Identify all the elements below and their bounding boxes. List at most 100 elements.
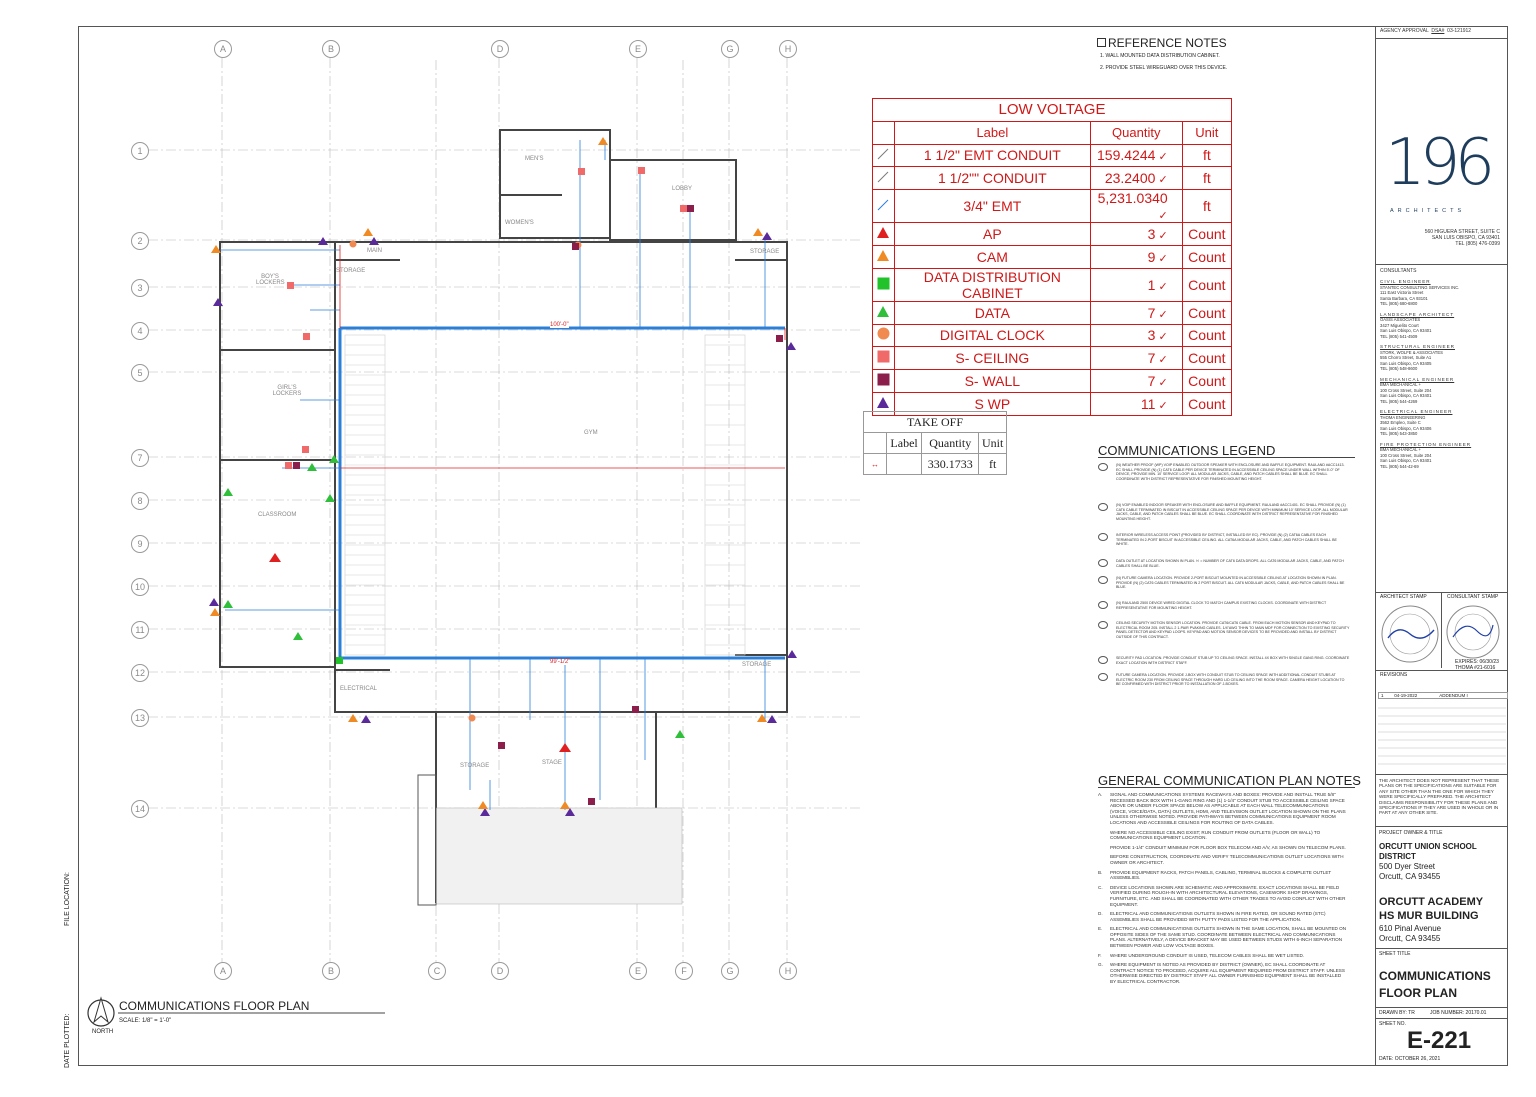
lv-label: 3/4" EMT <box>893 189 1091 224</box>
general-note: A.SIGNAL AND COMMUNICATIONS SYSTEMS RACE… <box>1098 792 1346 826</box>
lv-unit: Count <box>1181 323 1233 348</box>
lv-label: 1 1/2" EMT CONDUIT <box>893 143 1091 168</box>
owner-name: ORCUTT UNION SCHOOL DISTRICT <box>1379 842 1477 862</box>
lv-unit: ft <box>1181 189 1233 224</box>
architect-stamp-label: ARCHITECT STAMP <box>1380 594 1427 600</box>
sheet-title-label: SHEET TITLE <box>1379 951 1411 957</box>
room-label: WOMEN'S <box>505 220 534 226</box>
note-text: WHERE EQUIPMENT IS NOTED AS PROVIDED BY … <box>1110 962 1345 985</box>
sheet-title-line: FLOOR PLAN <box>1379 986 1457 1000</box>
square-icon <box>872 267 895 302</box>
legend-symbol-icon <box>1098 576 1108 584</box>
room-label: CLASSROOM <box>258 512 297 518</box>
divider <box>1098 457 1355 458</box>
divider <box>1375 264 1508 265</box>
legend-text: (N) VOIP ENABLED INDOOR SPEAKER WITH ENC… <box>1116 503 1348 521</box>
lv-quantity: 7 ✓ <box>1089 300 1183 325</box>
sheet-title-line: COMMUNICATIONS <box>1379 969 1491 983</box>
title-block <box>1375 26 1508 1066</box>
grid-bubble: D <box>491 40 509 58</box>
low-voltage-title: LOW VOLTAGE <box>872 98 1232 122</box>
note-key <box>1098 830 1110 841</box>
takeoff-title: TAKE OFF <box>863 411 1007 433</box>
revision-desc: ADDENDUM I <box>1439 693 1468 698</box>
legend-text: CEILING SECURITY MOTION SENSOR LOCATION.… <box>1116 621 1350 639</box>
consultant-line: BMA MECHANICAL + <box>1380 382 1421 387</box>
lv-label: DATA DISTRIBUTION CABINET <box>893 267 1091 302</box>
stamp-name: THOMA #21-6016 <box>1455 665 1496 671</box>
consultant-title: MECHANICAL ENGINEER <box>1380 376 1455 382</box>
dimension-label: 99'-1/2" <box>550 659 571 665</box>
room-label: ELECTRICAL <box>340 686 378 692</box>
note-text: ELECTRICAL AND COMMUNICATIONS OUTLETS SH… <box>1110 926 1347 949</box>
check-icon: ✓ <box>1155 252 1168 265</box>
reference-note: 2. PROVIDE STEEL WIREGUARD OVER THIS DEV… <box>1100 65 1228 71</box>
consultant-line: 3427 Miguelito Court <box>1380 322 1419 328</box>
legend-symbol-icon <box>1098 621 1108 629</box>
address-line: Orcutt, CA 93455 <box>1379 872 1441 881</box>
lv-label: CAM <box>893 244 1091 269</box>
consultant-line: 111 East Victoria Street <box>1380 290 1424 295</box>
triangle-icon <box>872 391 895 416</box>
grid-bubble: 14 <box>131 800 149 818</box>
consultant-line: THOMA ENGINEERING <box>1380 414 1426 420</box>
lv-label: DATA <box>893 300 1091 325</box>
consultant-line: BMA MECHANICAL + <box>1380 447 1421 452</box>
general-note: F.WHERE UNDERGROUND CONDUIT IS USED, TEL… <box>1098 953 1346 959</box>
legend-text: INTERIOR WIRELESS ACCESS POINT (PROVIDED… <box>1116 533 1337 546</box>
general-notes-list: A.SIGNAL AND COMMUNICATIONS SYSTEMS RACE… <box>1098 792 1346 989</box>
header-cell: Label <box>893 120 1091 145</box>
triangle-icon <box>872 244 895 269</box>
lv-unit: Count <box>1181 346 1233 371</box>
legend-symbol-icon <box>1098 503 1108 511</box>
stamp-expires: EXPIRES: 06/30/23 <box>1455 659 1499 665</box>
takeoff-label-cell <box>885 453 923 475</box>
consultant-line: 555 Chorro Street, Suite A1 <box>1380 355 1432 360</box>
divider <box>1098 787 1355 788</box>
grid-bubble: 12 <box>131 664 149 682</box>
consultant-title: CIVIL ENGINEER <box>1380 279 1431 284</box>
legend-symbol-icon <box>1098 673 1108 681</box>
header-cell: Label <box>885 432 923 454</box>
lv-unit: ft <box>1181 143 1233 168</box>
check-icon: ✓ <box>1155 230 1168 243</box>
stamps <box>1381 605 1500 663</box>
check-icon: ✓ <box>1155 399 1168 412</box>
divider <box>1375 774 1508 775</box>
room-label: STORAGE <box>460 763 490 769</box>
line-icon <box>872 189 895 224</box>
comm-legend-title: COMMUNICATIONS LEGEND <box>1098 443 1276 458</box>
bleachers <box>344 334 746 656</box>
consultant-line: TEL (805) 680-6800 <box>1380 301 1418 306</box>
takeoff-unit: ft <box>978 453 1007 475</box>
owner-line: DISTRICT <box>1379 852 1416 861</box>
check-icon: ✓ <box>1155 280 1168 293</box>
consultant-title: LANDSCAPE ARCHITECT <box>1380 311 1455 317</box>
check-icon: ✓ <box>1155 174 1168 187</box>
lv-unit: Count <box>1181 300 1233 325</box>
address-line: Orcutt, CA 93455 <box>1379 934 1441 943</box>
grid-bubble: G <box>721 40 739 58</box>
grid-bubble: 10 <box>131 578 149 596</box>
device-symbols <box>209 137 797 816</box>
sheet-border <box>78 26 1508 1066</box>
lv-label: DIGITAL CLOCK <box>893 323 1091 348</box>
grid-bubble: E <box>629 962 647 980</box>
grid-bubble: 4 <box>131 322 149 340</box>
low-voltage-table: LOW VOLTAGE Label Quantity Unit 1 1/2" E… <box>872 98 1233 416</box>
consultant-stamp-label: CONSULTANT STAMP <box>1447 594 1499 600</box>
room-label: BOY'S LOCKERS <box>256 274 285 286</box>
consultant-line: STANTEC CONSULTING SERVICES INC. <box>1380 284 1460 290</box>
check-icon: ✓ <box>1155 308 1168 321</box>
check-icon: ✓ <box>1155 331 1168 344</box>
header-cell <box>872 120 895 145</box>
grid-bubble: G <box>721 962 739 980</box>
consultant-line: Santa Barbara, CA 93101 <box>1380 295 1428 301</box>
dsa-number: 03-121912 <box>1447 28 1472 34</box>
